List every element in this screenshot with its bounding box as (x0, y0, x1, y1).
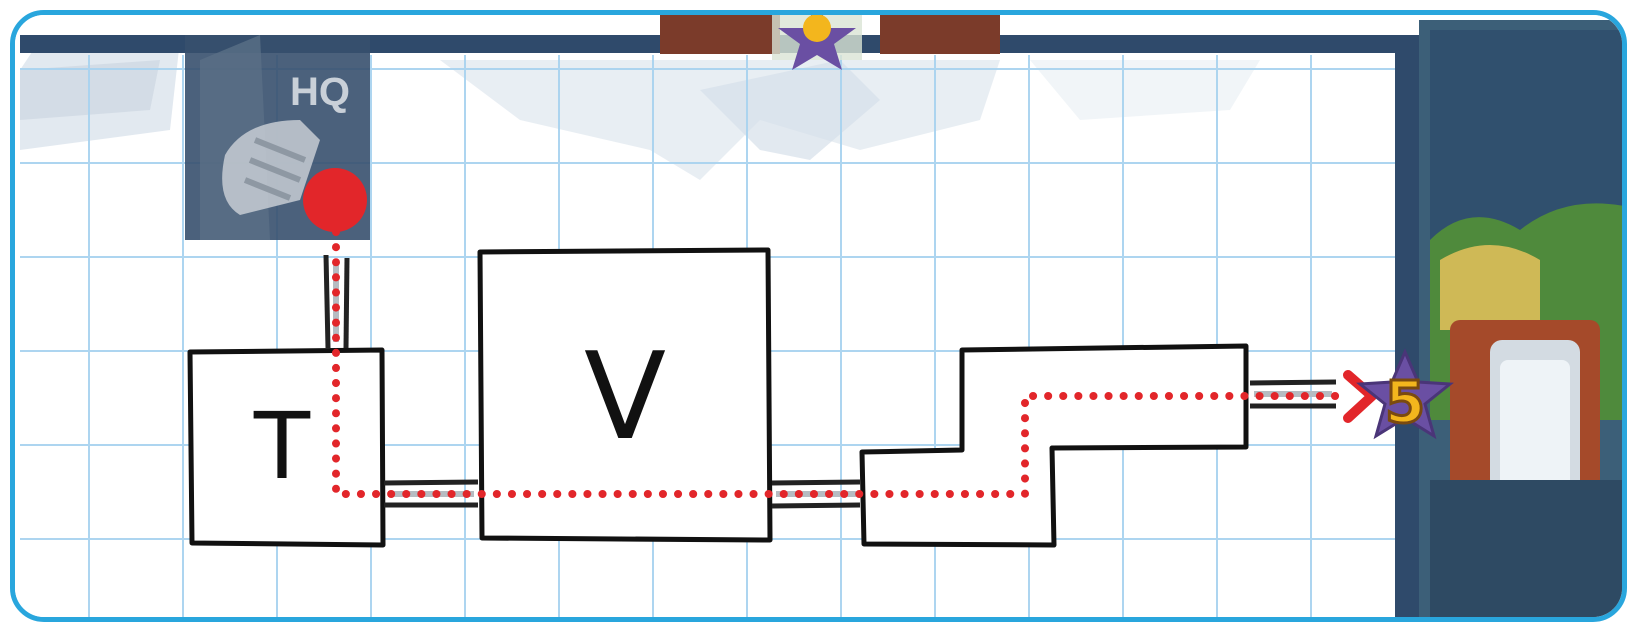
exit-star-value: 5 (1385, 368, 1425, 436)
floor-plan-map: HQ T V (10, 10, 1627, 622)
room-t: T (190, 350, 383, 545)
start-marker (303, 168, 367, 232)
hq-label: HQ (290, 70, 350, 114)
right-wall (1395, 35, 1419, 622)
room-v-label: V (584, 328, 666, 467)
room-t-label: T (253, 393, 311, 500)
map-frame: HQ T V (10, 10, 1627, 622)
